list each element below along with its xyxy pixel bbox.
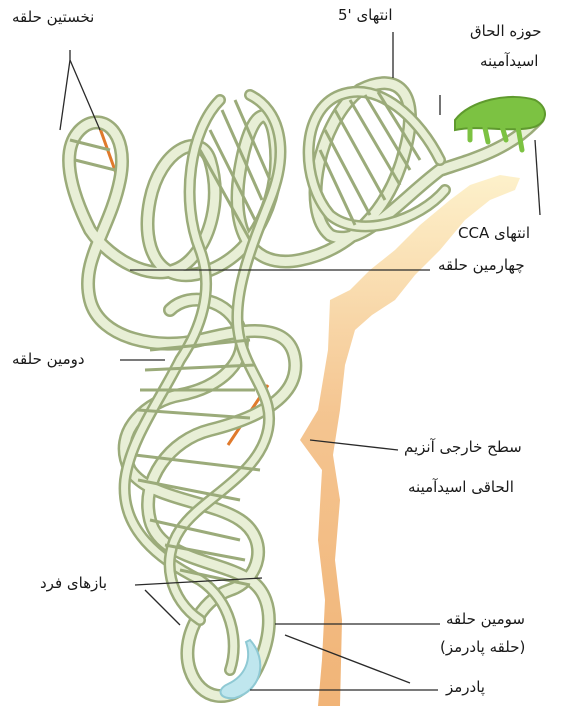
label-five-prime-end: انتهای '5 [338, 6, 393, 24]
label-first-loop: نخستین حلقه [12, 8, 94, 26]
label-unpaired-bases: بازهای فرد [40, 574, 107, 592]
label-fourth-loop: چهارمین حلقه [438, 256, 525, 274]
label-third-loop-1: سومین حلقه [446, 610, 525, 628]
label-amino-acid-region-2: اسیدآمینه [480, 52, 538, 70]
backbone [69, 83, 538, 696]
label-enzyme-surface-2: الحاقی اسیدآمینه [408, 478, 514, 496]
label-second-loop: دومین حلقه [12, 350, 85, 368]
label-cca-end: انتهای CCA [458, 224, 530, 242]
label-third-loop-2: (حلقه پادرمز) [440, 638, 525, 656]
label-anticodon: پادرمز [446, 678, 485, 696]
label-amino-acid-region-1: حوزه الحاق [470, 22, 542, 40]
label-enzyme-surface-1: سطح خارجی آنزیم [404, 438, 522, 456]
